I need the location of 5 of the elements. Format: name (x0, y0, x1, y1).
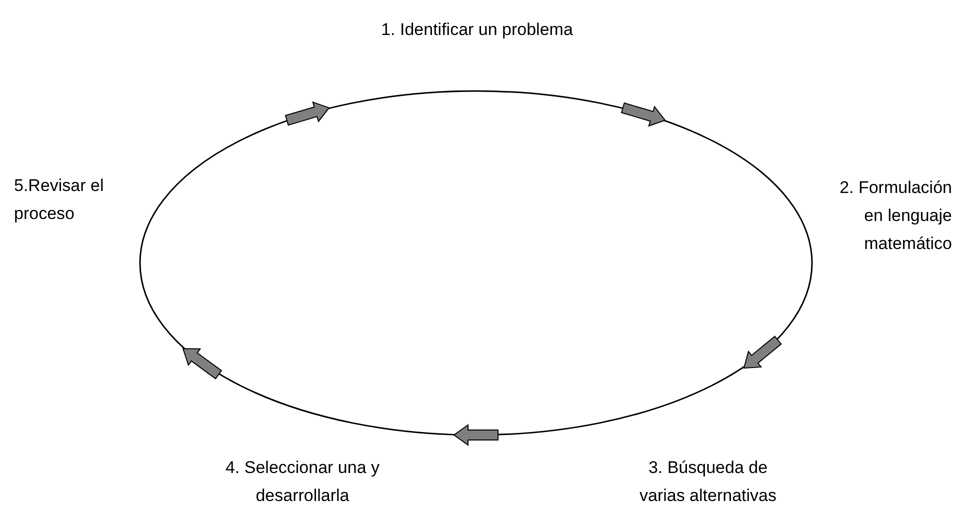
step-label: 2. Formulación en lenguaje matemático (822, 174, 952, 258)
step-label: 4. Seleccionar una y desarrollarla (210, 454, 395, 510)
step-label: 5.Revisar el proceso (14, 172, 132, 228)
step-label: 1. Identificar un problema (330, 16, 624, 44)
step-label: 3. Búsqueda de varias alternativas (632, 454, 784, 510)
